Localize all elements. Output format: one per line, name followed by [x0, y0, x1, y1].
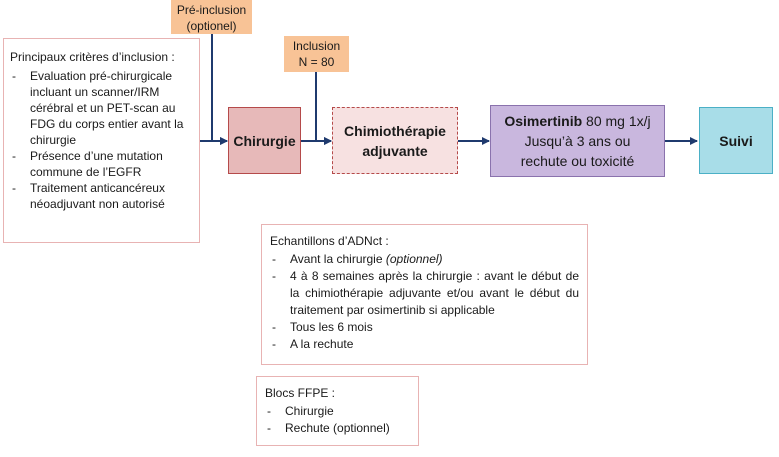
osimertinib-line3: rechute ou toxicité: [520, 153, 635, 169]
osimertinib-line1: Osimertinib 80 mg 1x/j: [504, 111, 650, 131]
suivi-label: Suivi: [719, 132, 753, 149]
ctdna-samples-title: Echantillons d’ADNct :: [270, 234, 389, 248]
inclusion-criteria-title: Principaux critères d’inclusion :: [10, 50, 175, 64]
ctdna-samples-list: Avant la chirurgie (optionnel) 4 à 8 sem…: [270, 251, 579, 353]
arrow-pre-inclusion: [211, 34, 228, 145]
inclusion-label: Inclusion N = 80: [284, 36, 349, 72]
sample-item: A la rechute: [270, 336, 579, 353]
ffpe-item: Rechute (optionnel): [265, 420, 410, 437]
pre-inclusion-line2: (optionel): [186, 19, 237, 33]
criteria-item: Traitement anticancéreux néoadjuvant non…: [10, 180, 191, 212]
sample-item: 4 à 8 semaines après la chirurgie : avan…: [270, 268, 579, 319]
ffpe-item: Chirurgie: [265, 403, 410, 420]
osimertinib-line2: Jusqu’à 3 ans ou: [524, 133, 631, 149]
chimio-line1: Chimiothérapie: [344, 122, 446, 139]
criteria-item: Présence d’une mutation commune de l’EGF…: [10, 148, 191, 180]
pre-inclusion-line1: Pré-inclusion: [176, 3, 247, 17]
inclusion-line2: N = 80: [298, 55, 335, 69]
arrow-inclusion: [315, 72, 332, 145]
inclusion-criteria-list: Evaluation pré-chirurgicale incluant un …: [10, 68, 191, 212]
ffpe-title: Blocs FFPE :: [265, 386, 336, 400]
sample-item: Avant la chirurgie (optionnel): [270, 251, 579, 268]
inclusion-criteria-panel: Principaux critères d’inclusion : Evalua…: [3, 38, 200, 243]
ffpe-list: Chirurgie Rechute (optionnel): [265, 403, 410, 437]
osimertinib-name: Osimertinib: [504, 113, 583, 129]
sample-item-1-text: Avant la chirurgie: [290, 252, 386, 266]
sample-item-1-italic: (optionnel): [385, 252, 443, 266]
chimio-line2: adjuvante: [362, 142, 428, 159]
sample-item: Tous les 6 mois: [270, 319, 579, 336]
chirurgie-step: Chirurgie: [228, 107, 301, 174]
criteria-item: Evaluation pré-chirurgicale incluant un …: [10, 68, 191, 148]
osimertinib-dose: 80 mg 1x/j: [582, 113, 651, 129]
inclusion-line1: Inclusion: [292, 39, 341, 53]
osimertinib-step: Osimertinib 80 mg 1x/j Jusqu’à 3 ans ou …: [490, 105, 665, 177]
ffpe-blocks-panel: Blocs FFPE : Chirurgie Rechute (optionne…: [256, 376, 419, 446]
suivi-step: Suivi: [699, 107, 773, 174]
chimiotherapie-step: Chimiothérapie adjuvante: [332, 107, 458, 174]
chirurgie-label: Chirurgie: [233, 132, 296, 149]
ctdna-samples-panel: Echantillons d’ADNct : Avant la chirurgi…: [261, 224, 588, 365]
pre-inclusion-label: Pré-inclusion (optionel): [171, 0, 252, 34]
